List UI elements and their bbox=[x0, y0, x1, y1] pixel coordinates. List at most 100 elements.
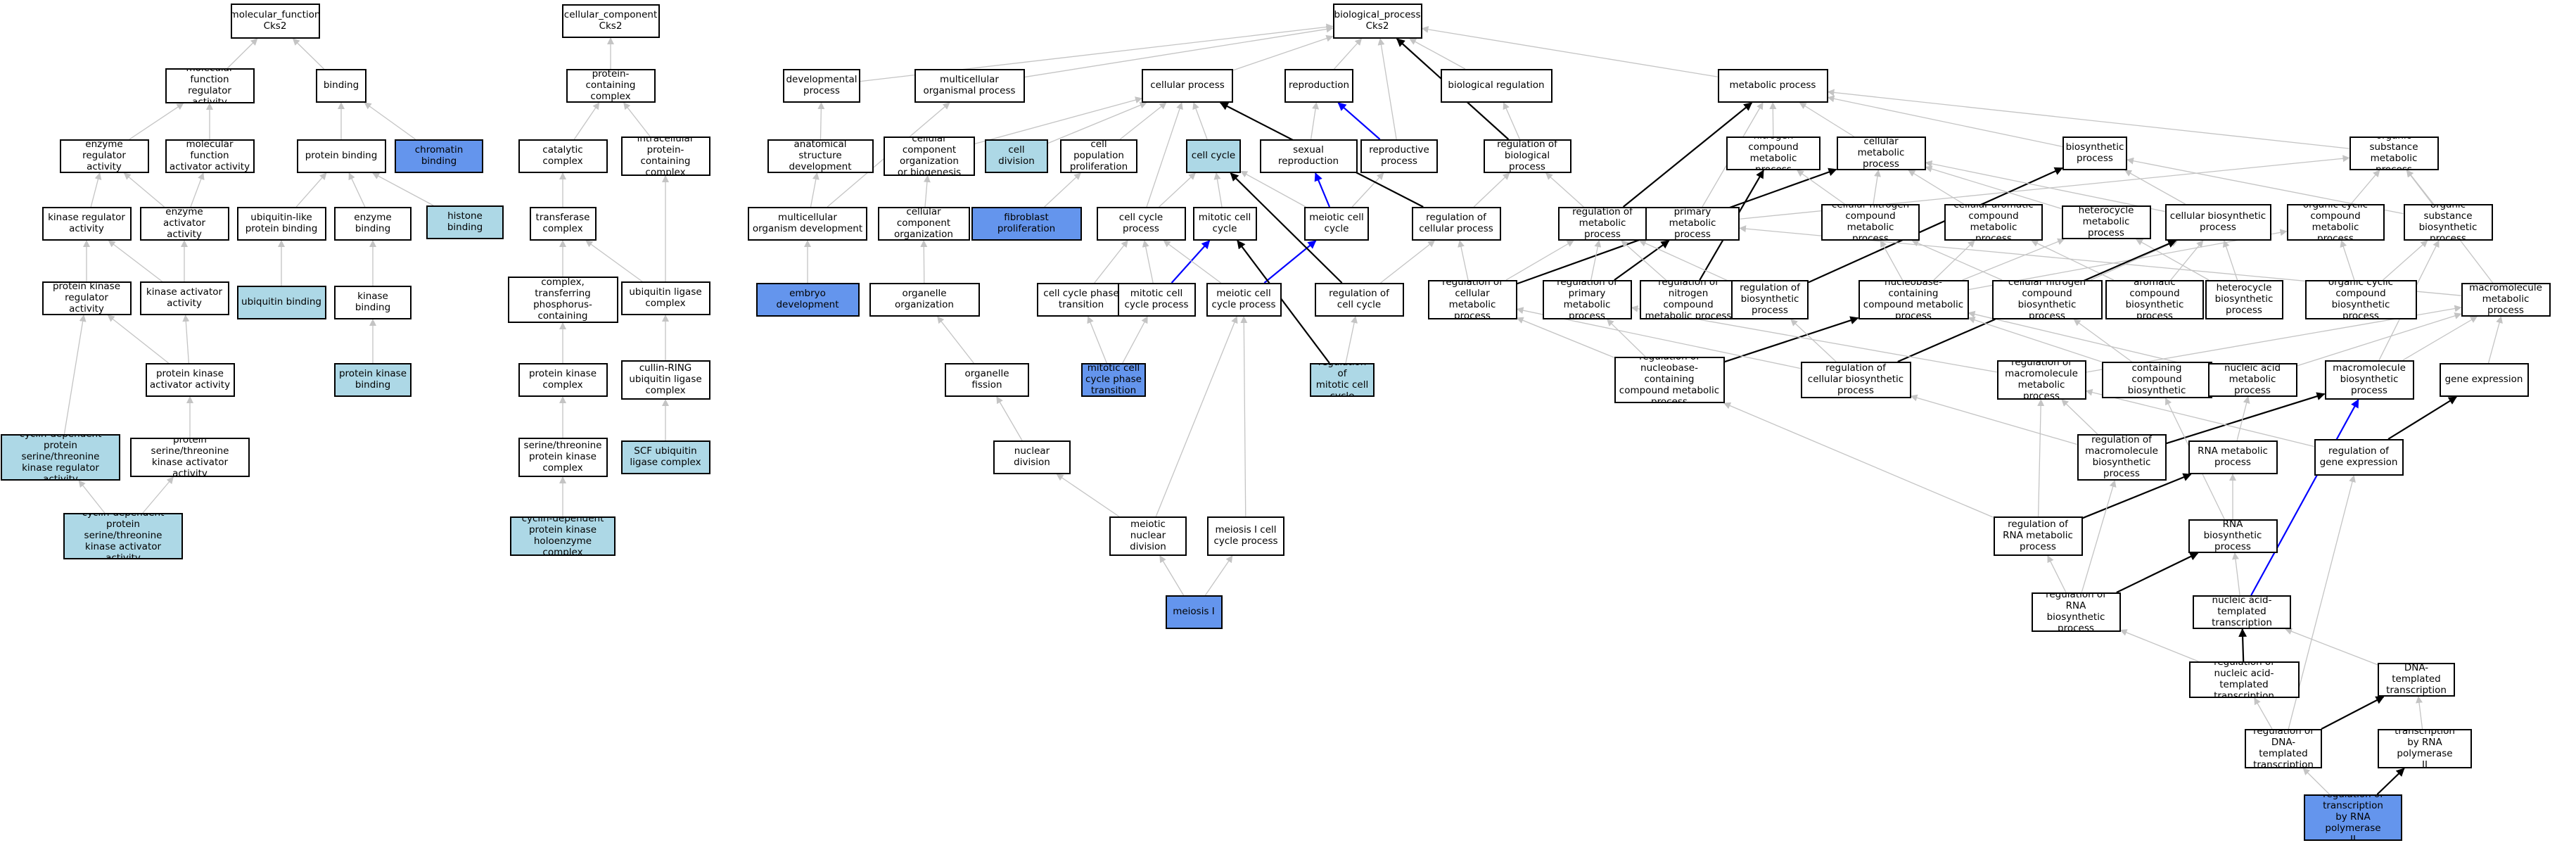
go-term-node: cellular component organization bbox=[877, 207, 970, 241]
relation-edge bbox=[107, 315, 169, 364]
go-term-node: nitrogen compound metabolic process bbox=[1726, 137, 1821, 170]
relation-edge bbox=[1827, 95, 2063, 147]
go-term-node: protein binding bbox=[296, 139, 386, 173]
go-term-node: enzyme activator activity bbox=[139, 207, 229, 241]
relation-edge bbox=[1621, 240, 1666, 281]
go-term-node: nuclear division bbox=[993, 440, 1071, 474]
go-term-node: organic substance metabolic process bbox=[2349, 137, 2439, 170]
relation-edge bbox=[1723, 402, 1994, 518]
go-term-node: cell cycle phase transition bbox=[1036, 283, 1126, 317]
relation-edge bbox=[1962, 238, 2065, 281]
go-term-node: mitotic cell cycle bbox=[1192, 207, 1257, 241]
relation-edge bbox=[623, 102, 651, 137]
relation-edge bbox=[1310, 102, 1320, 140]
relation-edge bbox=[182, 315, 190, 364]
relation-edge bbox=[1933, 240, 1975, 281]
relation-edge bbox=[1047, 101, 1147, 144]
go-term-node: molecular function regulator activity bbox=[165, 68, 255, 103]
relation-edge bbox=[1159, 555, 1185, 596]
go-term-node: sexual reproduction bbox=[1259, 139, 1358, 173]
relation-edge bbox=[1799, 102, 1854, 137]
go-term-node: RNA metabolic process bbox=[2188, 440, 2278, 474]
go-term-node: macromolecule biosynthetic process bbox=[2324, 360, 2414, 400]
go-term-node: kinase regulator activity bbox=[42, 207, 132, 241]
go-term-node: biological_process Cks2 bbox=[1332, 4, 1422, 39]
relation-edge bbox=[2387, 396, 2458, 440]
go-term-node: serine/threonine protein kinase complex bbox=[518, 438, 608, 477]
go-term-node: regulation of cellular biosynthetic proc… bbox=[1800, 362, 1911, 398]
relation-edge bbox=[1790, 319, 1837, 362]
go-term-node: developmental process bbox=[783, 69, 860, 103]
go-term-node: SCF ubiquitin ligase complex bbox=[620, 440, 710, 474]
go-term-node: organic substance biosynthetic process bbox=[2403, 204, 2493, 241]
relation-edge bbox=[2232, 552, 2240, 596]
go-term-node: kinase activator activity bbox=[139, 281, 229, 315]
relation-edge bbox=[1827, 89, 2349, 149]
go-term-node: cellular aromatic compound metabolic pro… bbox=[1944, 204, 2043, 241]
relation-edge bbox=[1155, 316, 1238, 517]
go-term-node: organic cyclic compound biosynthetic pro… bbox=[2304, 280, 2417, 319]
go-term-node: nucleobase-containing compound metabolic… bbox=[1858, 280, 1969, 319]
relation-edge bbox=[1056, 474, 1120, 517]
go-term-node: ubiquitin-like protein binding bbox=[236, 207, 326, 241]
go-term-node: regulation of nitrogen compound metaboli… bbox=[1639, 280, 1737, 319]
relation-edge bbox=[1545, 172, 1584, 208]
go-term-node: intracellular protein-containing complex bbox=[620, 137, 710, 176]
go-term-node: meiotic cell cycle process bbox=[1206, 283, 1282, 317]
go-term-node: organelle fission bbox=[945, 363, 1029, 397]
relation-edge bbox=[63, 315, 87, 435]
relation-edge bbox=[2166, 392, 2326, 445]
go-term-node: histone binding bbox=[426, 205, 504, 239]
relation-edge bbox=[1087, 316, 1107, 364]
relation-edge bbox=[1409, 38, 1466, 70]
relation-edge bbox=[1458, 240, 1469, 281]
relation-edge bbox=[1122, 316, 1148, 364]
go-term-node: DNA-templated transcription bbox=[2378, 663, 2455, 697]
go-term-node: protein kinase binding bbox=[334, 363, 412, 397]
go-term-node: enzyme binding bbox=[334, 207, 412, 241]
relation-edge bbox=[1880, 240, 1904, 281]
relation-edge bbox=[996, 396, 1023, 441]
go-term-node: cellular_component Cks2 bbox=[561, 4, 660, 38]
relation-edge bbox=[190, 172, 205, 208]
relation-edge bbox=[1377, 38, 1397, 140]
relation-edge bbox=[2487, 316, 2503, 364]
relation-edge bbox=[2124, 170, 2186, 205]
relation-edge bbox=[90, 172, 102, 208]
relation-edge bbox=[1873, 170, 1881, 205]
relation-edge bbox=[2383, 240, 2428, 281]
go-term-node: cellular nitrogen compound biosynthetic … bbox=[1991, 280, 2103, 319]
relation-edge bbox=[227, 38, 258, 69]
go-term-node: chromatin binding bbox=[395, 139, 483, 173]
go-term-node: RNA biosynthetic process bbox=[2188, 519, 2278, 553]
go-term-node: anatomical structure development bbox=[767, 139, 874, 173]
go-term-node: cyclin-dependent protein kinase holoenzy… bbox=[510, 516, 616, 556]
relation-edge bbox=[1910, 394, 2077, 445]
go-term-node: fibroblast proliferation bbox=[971, 207, 1082, 241]
relation-edge bbox=[1159, 172, 1196, 208]
go-term-node: mitotic cell cycle process bbox=[1117, 283, 1196, 317]
go-term-node: multicellular organism development bbox=[748, 207, 867, 241]
relation-edge bbox=[817, 102, 825, 140]
go-term-node: heterocycle metabolic process bbox=[2061, 205, 2151, 239]
go-term-node: protein kinase activator activity bbox=[145, 363, 235, 397]
relation-edge bbox=[2321, 696, 2385, 730]
go-term-node: protein kinase regulator activity bbox=[42, 281, 132, 315]
relation-edge bbox=[2236, 396, 2250, 441]
relation-edge bbox=[295, 172, 327, 208]
go-term-node: heterocycle biosynthetic process bbox=[2205, 280, 2283, 319]
relation-edge bbox=[1204, 555, 1233, 596]
go-term-node: regulation of biological process bbox=[1483, 139, 1571, 173]
go-term-node: regulation of nucleobase-containing comp… bbox=[1614, 357, 1725, 403]
go-term-node: regulation of metabolic process bbox=[1557, 207, 1647, 241]
go-term-node: regulation of nucleic acid-templated tra… bbox=[2188, 661, 2300, 698]
relation-edge bbox=[1638, 240, 1732, 283]
relation-edge bbox=[2119, 629, 2199, 662]
relation-edge bbox=[1240, 316, 1248, 517]
relation-edge bbox=[1516, 317, 1614, 358]
relation-edge bbox=[585, 240, 643, 282]
go-term-node: cellular nitrogen compound metabolic pro… bbox=[1821, 204, 1920, 241]
relation-edge bbox=[2031, 240, 2114, 281]
relation-edge bbox=[1337, 102, 1381, 140]
